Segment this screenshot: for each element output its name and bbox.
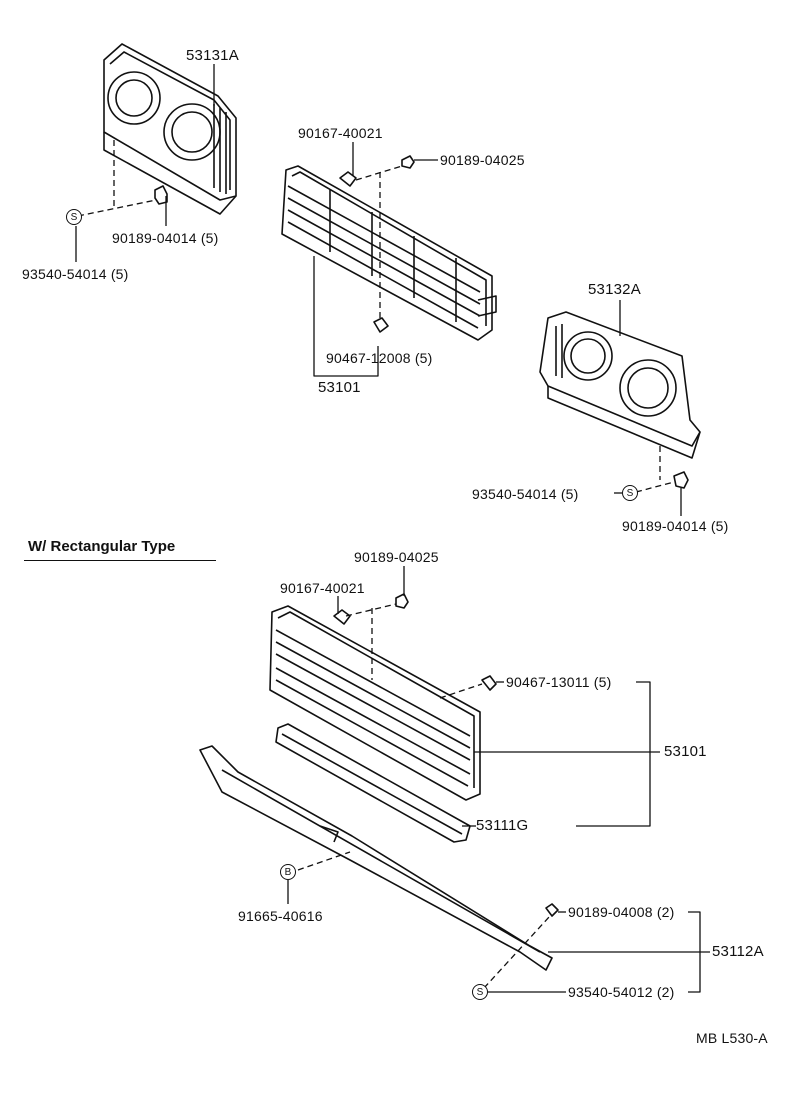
heading-underline — [24, 560, 216, 561]
headlamp-bracket-left — [103, 43, 237, 215]
part-label-90189-04014-right: 90189-04014 (5) — [622, 518, 729, 534]
part-label-53131a: 53131A — [186, 47, 239, 64]
part-label-90167-40021-bottom: 90167-40021 — [280, 580, 365, 596]
part-label-90189-04008: 90189-04008 (2) — [568, 904, 675, 920]
part-label-90189-04014-left: 90189-04014 (5) — [112, 230, 219, 246]
lower-panel — [199, 745, 553, 971]
bolt-symbol-b: B — [280, 864, 296, 880]
part-label-90167-40021-top: 90167-40021 — [298, 125, 383, 141]
part-label-93540-54014-right: 93540-54014 (5) — [472, 486, 579, 502]
part-label-90467-13011: 90467-13011 (5) — [506, 674, 612, 690]
diagram-code: MB L530-A — [696, 1030, 768, 1046]
fasteners — [154, 155, 689, 917]
radiator-grille-top — [281, 165, 497, 341]
headlamp-bracket-right — [539, 311, 701, 459]
section-heading: W/ Rectangular Type — [28, 538, 176, 555]
part-label-53101-bottom: 53101 — [664, 743, 707, 760]
part-label-53132a: 53132A — [588, 281, 641, 298]
dashed-leader-lines — [77, 140, 675, 989]
washer-symbol-s: S — [472, 984, 488, 1000]
washer-symbol-s: S — [622, 485, 638, 501]
part-label-90467-12008: 90467-12008 (5) — [326, 350, 433, 366]
radiator-grille-bottom — [269, 605, 481, 801]
grille-moulding — [275, 723, 471, 843]
part-label-93540-54014-left: 93540-54014 (5) — [22, 266, 129, 282]
part-label-93540-54012: 93540-54012 (2) — [568, 984, 675, 1000]
part-label-53101-top: 53101 — [318, 379, 361, 396]
part-label-91665-40616: 91665-40616 — [238, 908, 323, 924]
part-label-90189-04025-top: 90189-04025 — [440, 152, 525, 168]
part-label-90189-04025-bottom: 90189-04025 — [354, 549, 439, 565]
solid-leader-lines — [75, 64, 710, 993]
part-label-53112a: 53112A — [712, 943, 764, 960]
part-label-53111g: 53111G — [476, 817, 529, 834]
washer-symbol-s: S — [66, 209, 82, 225]
